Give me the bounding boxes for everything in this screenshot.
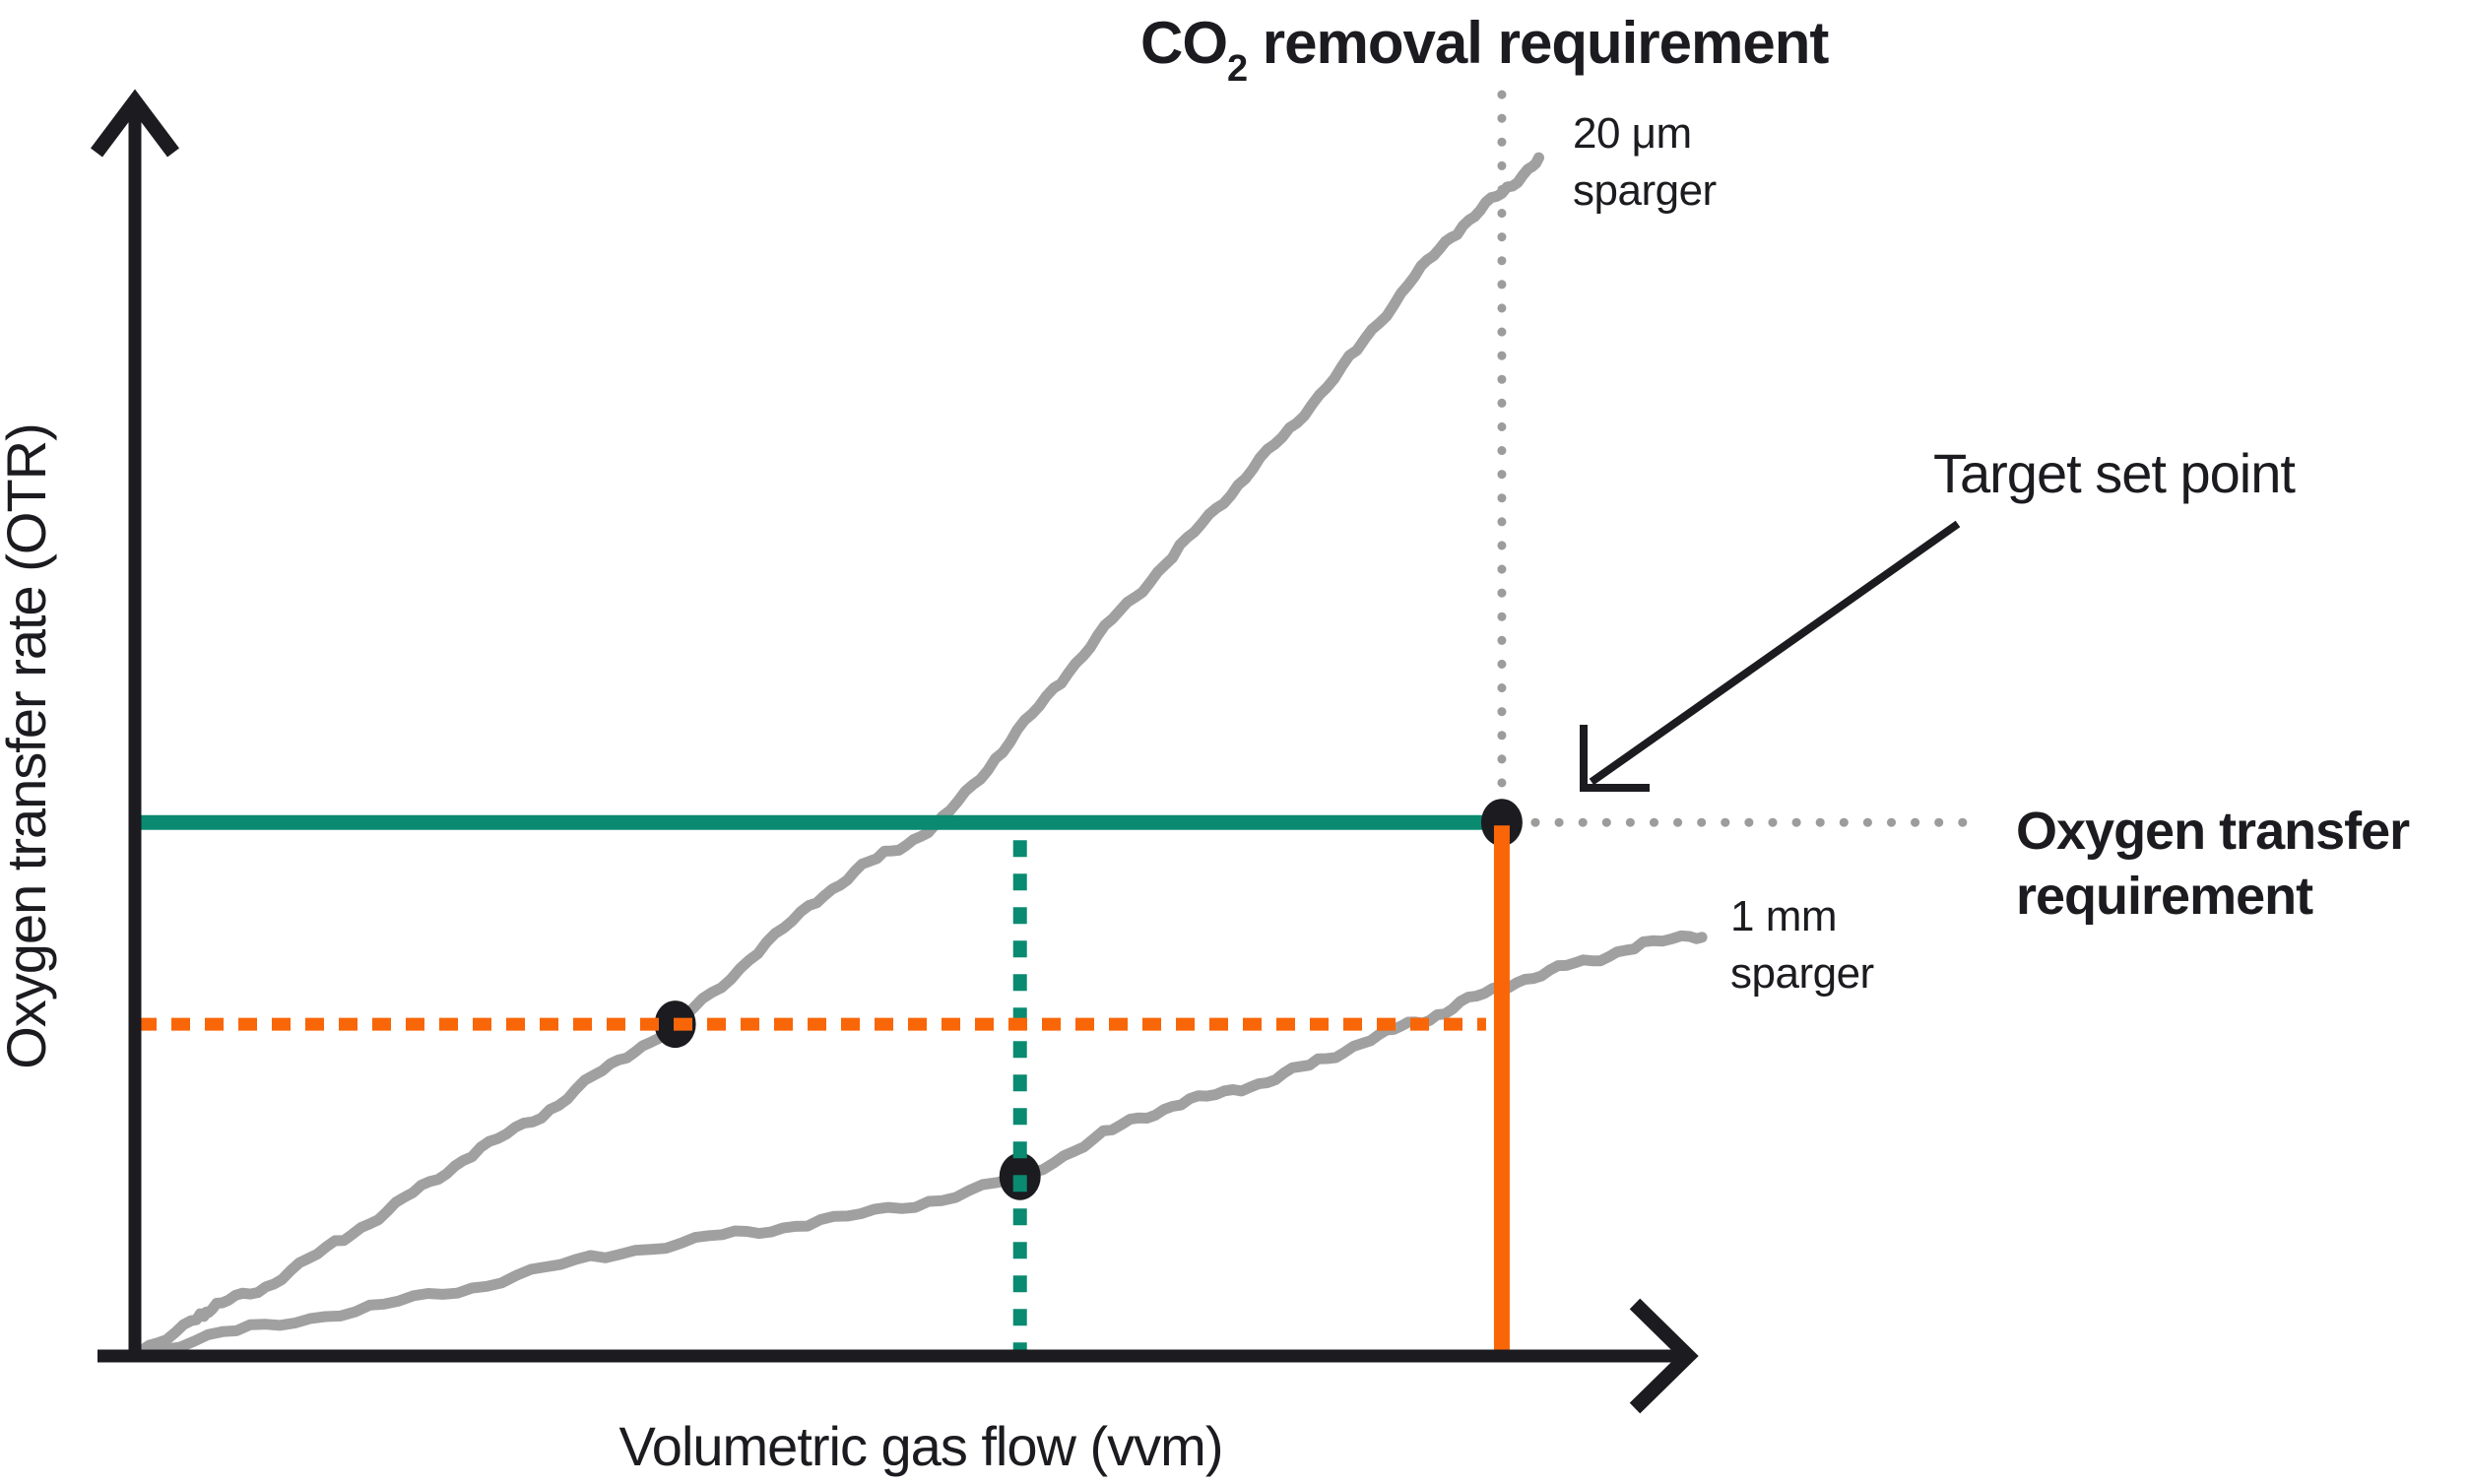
title-co: CO [1140, 10, 1227, 76]
curve-1mm-sparger [132, 930, 1708, 1359]
y-axis-label: Oxygen transfer rate (OTR) [0, 423, 57, 1069]
label-1mm-sparger: 1 mm sparger [1730, 892, 1874, 998]
label-otr-req-line2: requirement [2016, 867, 2313, 926]
x-axis-arrow-icon [1629, 1298, 1699, 1414]
title-rest: removal requirement [1247, 10, 1829, 76]
y-axis-arrow-icon [91, 89, 179, 158]
label-20um-sparger: 20 μm sparger [1573, 109, 1717, 215]
label-20um-line1: 20 μm [1573, 109, 1692, 158]
label-20um-line2: sparger [1573, 166, 1717, 215]
target-arrow-shaft [1589, 520, 1961, 786]
label-otr-req-line1: Oxygen transfer [2016, 802, 2410, 861]
target-arrow-head-icon [1580, 725, 1650, 792]
curve-20um-sparger [132, 152, 1544, 1357]
label-oxygen-transfer-requirement: Oxygen transfer requirement [2016, 802, 2410, 926]
label-target-set-point: Target set point [1933, 442, 2296, 504]
target-set-point-marker [1480, 799, 1523, 847]
label-1mm-line2: sparger [1730, 949, 1874, 998]
title-subscript: 2 [1227, 48, 1247, 90]
label-1mm-line1: 1 mm [1730, 892, 1837, 940]
x-axis-label: Volumetric gas flow (vvm) [619, 1415, 1223, 1477]
chart-title: CO2 removal requirement [1140, 10, 1829, 90]
